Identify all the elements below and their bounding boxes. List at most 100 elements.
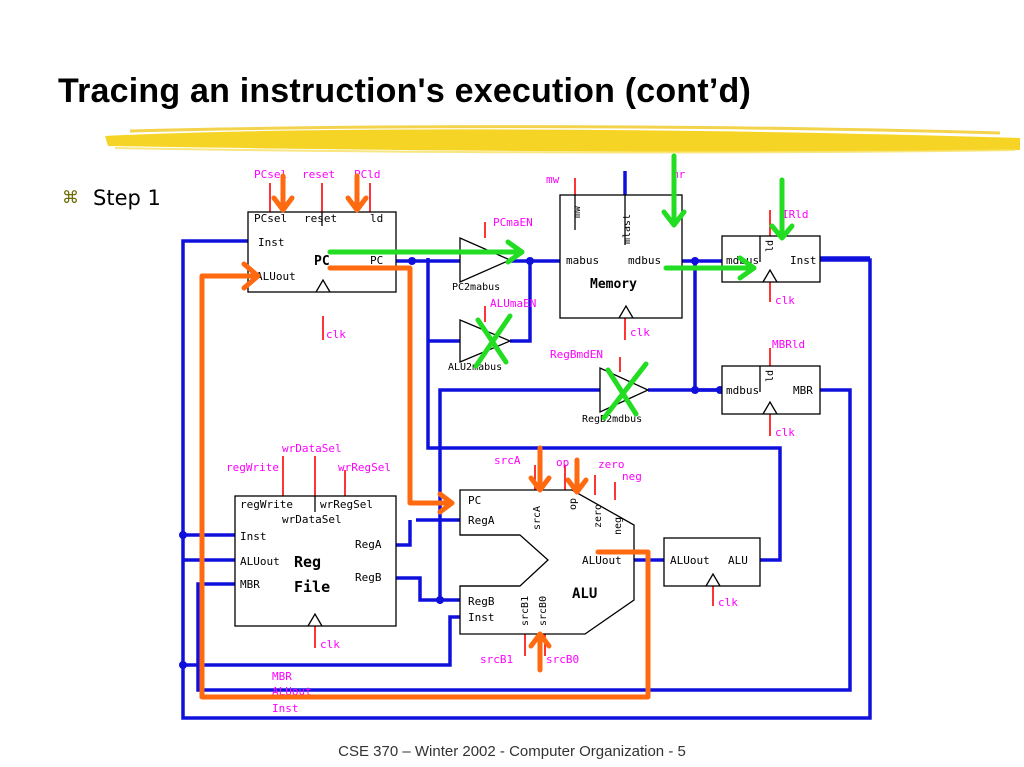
slide-title: Tracing an instruction's execution (cont…: [58, 72, 751, 110]
mbr-register: [721, 365, 821, 415]
label-mbr-bus: MBR: [272, 670, 292, 683]
svg-text:mdbus: mdbus: [628, 254, 661, 267]
svg-text:clk: clk: [630, 326, 650, 339]
alu-name: ALU: [572, 586, 597, 602]
svg-text:PC2mabus: PC2mabus: [452, 282, 500, 293]
pin-labels: PCsel reset ld Inst ALUout PC PC clk PC2…: [240, 205, 817, 651]
svg-text:RegB2mdbus: RegB2mdbus: [582, 414, 642, 425]
green-arrow-mr: [661, 153, 687, 228]
svg-text:clk: clk: [718, 596, 738, 609]
svg-text:srcA: srcA: [532, 506, 543, 530]
svg-text:RegA: RegA: [355, 538, 382, 551]
orange-arrow-pcsel: [271, 173, 295, 213]
svg-text:Inst: Inst: [258, 236, 285, 249]
regb-up: [438, 388, 600, 600]
green-x-regb2mdbus: [601, 361, 649, 421]
svg-text:wrRegSel: wrRegSel: [320, 498, 373, 511]
svg-text:PC: PC: [468, 494, 481, 507]
svg-text:clk: clk: [326, 328, 346, 341]
svg-text:RegB: RegB: [355, 571, 382, 584]
svg-text:op: op: [568, 498, 579, 510]
svg-text:mdbus: mdbus: [726, 384, 759, 397]
ctrl-pcld: PCld: [354, 168, 381, 181]
svg-text:clk: clk: [775, 294, 795, 307]
ctrl-wrregsel: wrRegSel: [338, 461, 391, 474]
control-labels: PCsel reset PCld PCmaEN ALUmaEN RegBmdEN…: [226, 168, 809, 715]
inst-bus: [181, 239, 872, 720]
regfile-name-1: Reg: [294, 553, 321, 571]
aluout-register: [663, 537, 761, 587]
green-arrow-irld: [769, 177, 795, 241]
aluout-feed: [426, 258, 782, 562]
svg-text:reset: reset: [304, 212, 337, 225]
bullet-text: Step 1: [93, 186, 161, 210]
svg-text:ALUout: ALUout: [240, 555, 280, 568]
alu-inst-bus: [183, 615, 460, 667]
svg-text:Inst: Inst: [240, 530, 267, 543]
memory-name: Memory: [590, 277, 637, 292]
orange-arrow-pcld: [345, 173, 369, 213]
regfile-name-2: File: [294, 578, 330, 596]
svg-text:mlast: mlast: [622, 214, 633, 244]
ctrl-mw: mw: [546, 173, 560, 186]
ctrl-regwrite: regWrite: [226, 461, 279, 474]
svg-text:clk: clk: [320, 638, 340, 651]
pc-name: PC: [314, 254, 330, 269]
svg-text:PC: PC: [370, 254, 383, 267]
regb-bus: [396, 576, 460, 602]
label-inst-bus: Inst: [272, 702, 299, 715]
active-path-orange: [199, 173, 651, 700]
ctrl-regbmden: RegBmdEN: [550, 348, 603, 361]
svg-text:ld: ld: [370, 212, 383, 225]
svg-text:zero: zero: [593, 504, 604, 528]
orange-arrow-srcb: [528, 631, 552, 673]
svg-text:RegA: RegA: [468, 514, 495, 527]
orange-arrow-srca: [528, 445, 552, 493]
ctrl-srca: srcA: [494, 454, 521, 467]
svg-text:mabus: mabus: [566, 254, 599, 267]
ctrl-reset: reset: [302, 168, 335, 181]
svg-text:ALUout: ALUout: [670, 554, 710, 567]
ctrl-neg: neg: [622, 470, 642, 483]
ctrl-srcb0: srcB0: [546, 653, 579, 666]
orange-arrow-op: [565, 457, 589, 495]
rega-bus: [396, 520, 412, 547]
ctrl-mbrld: MBRld: [772, 338, 805, 351]
svg-text:regWrite: regWrite: [240, 498, 293, 511]
orange-alu-loop: [199, 261, 651, 700]
green-x-alu2mabus: [473, 313, 513, 369]
svg-text:neg: neg: [613, 517, 624, 535]
active-path-green: [327, 153, 795, 421]
green-mdbus-to-ir: [663, 255, 757, 281]
ctrl-pcsel: PCsel: [254, 168, 287, 181]
regfile-block: [234, 495, 397, 627]
ctrl-srcb1: srcB1: [480, 653, 513, 666]
ctrl-zero: zero: [598, 458, 625, 471]
bullet-item: ⌘ Step 1: [62, 186, 161, 210]
components: [234, 194, 821, 635]
green-pc-to-memory: [327, 239, 525, 265]
svg-text:ld: ld: [765, 240, 776, 252]
ctrl-alumaen: ALUmaEN: [490, 297, 536, 310]
svg-text:Inst: Inst: [468, 611, 495, 624]
alu2mabus-wire: [510, 261, 532, 343]
svg-text:srcB1: srcB1: [520, 596, 531, 626]
ctrl-irld: IRld: [782, 208, 809, 221]
orange-pc-to-alu: [327, 265, 455, 515]
ctrl-op: op: [556, 456, 569, 469]
svg-text:MBR: MBR: [240, 578, 260, 591]
svg-text:wrDataSel: wrDataSel: [282, 513, 342, 526]
svg-text:ALUout: ALUout: [256, 270, 296, 283]
memory-block: [559, 194, 683, 319]
svg-text:RegB: RegB: [468, 595, 495, 608]
svg-text:ld: ld: [765, 370, 776, 382]
svg-text:PCsel: PCsel: [254, 212, 287, 225]
pc2mabus-buffer: [459, 237, 512, 283]
svg-text:clk: clk: [775, 426, 795, 439]
svg-text:mw: mw: [572, 205, 583, 218]
svg-text:ALU: ALU: [728, 554, 748, 567]
ctrl-wrdatasel: wrDataSel: [282, 442, 342, 455]
ctrl-pcmaen: PCmaEN: [493, 216, 533, 229]
svg-text:ALUout: ALUout: [582, 554, 622, 567]
